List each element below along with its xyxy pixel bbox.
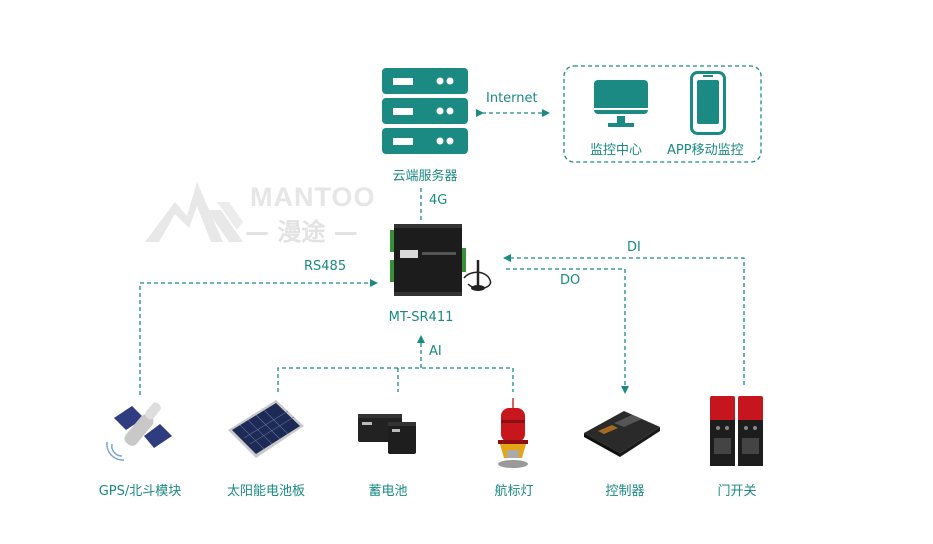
- client-frame: [563, 65, 762, 163]
- internet-label: Internet: [486, 91, 538, 106]
- watermark-brand-en: MANTOO: [250, 182, 376, 212]
- mantoo-logo-icon: [145, 182, 243, 242]
- device-label-battery: 蓄电池: [368, 484, 408, 499]
- satellite-icon: [104, 400, 176, 466]
- device-label-solar: 太阳能电池板: [226, 484, 306, 499]
- server-icon: [382, 68, 468, 158]
- device-label-controller: 控制器: [605, 484, 645, 499]
- device-label-door: 门开关: [717, 484, 757, 499]
- ai-bus: [277, 367, 514, 392]
- rs485-label: RS485: [304, 259, 347, 274]
- phone-icon: [690, 71, 726, 139]
- gateway-device-icon: [390, 222, 510, 306]
- gateway-label: MT-SR411: [388, 310, 454, 325]
- ai-label: AI: [429, 344, 442, 359]
- 4g-label: 4G: [429, 193, 448, 208]
- mantoo-watermark: MANTOO — 漫途 —: [145, 182, 375, 248]
- monitor-icon: [594, 80, 648, 134]
- solar-panel-icon: [226, 398, 306, 464]
- di-link: [503, 254, 745, 385]
- monitor-label: 监控中心: [590, 143, 643, 158]
- app-label: APP移动监控: [667, 143, 744, 158]
- watermark-brand-cn: — 漫途 —: [245, 218, 358, 246]
- do-link: [506, 268, 629, 394]
- controller-icon: [582, 405, 662, 461]
- do-label: DO: [560, 273, 581, 288]
- beacon-light-icon: [496, 398, 530, 476]
- device-label-gps: GPS/北斗模块: [98, 484, 182, 499]
- door-switch-icon: [710, 396, 764, 472]
- server-label: 云端服务器: [392, 169, 458, 184]
- device-label-beacon: 航标灯: [494, 484, 534, 499]
- di-label: DI: [627, 240, 641, 255]
- battery-icon: [358, 412, 418, 460]
- rs485-link: [139, 279, 378, 395]
